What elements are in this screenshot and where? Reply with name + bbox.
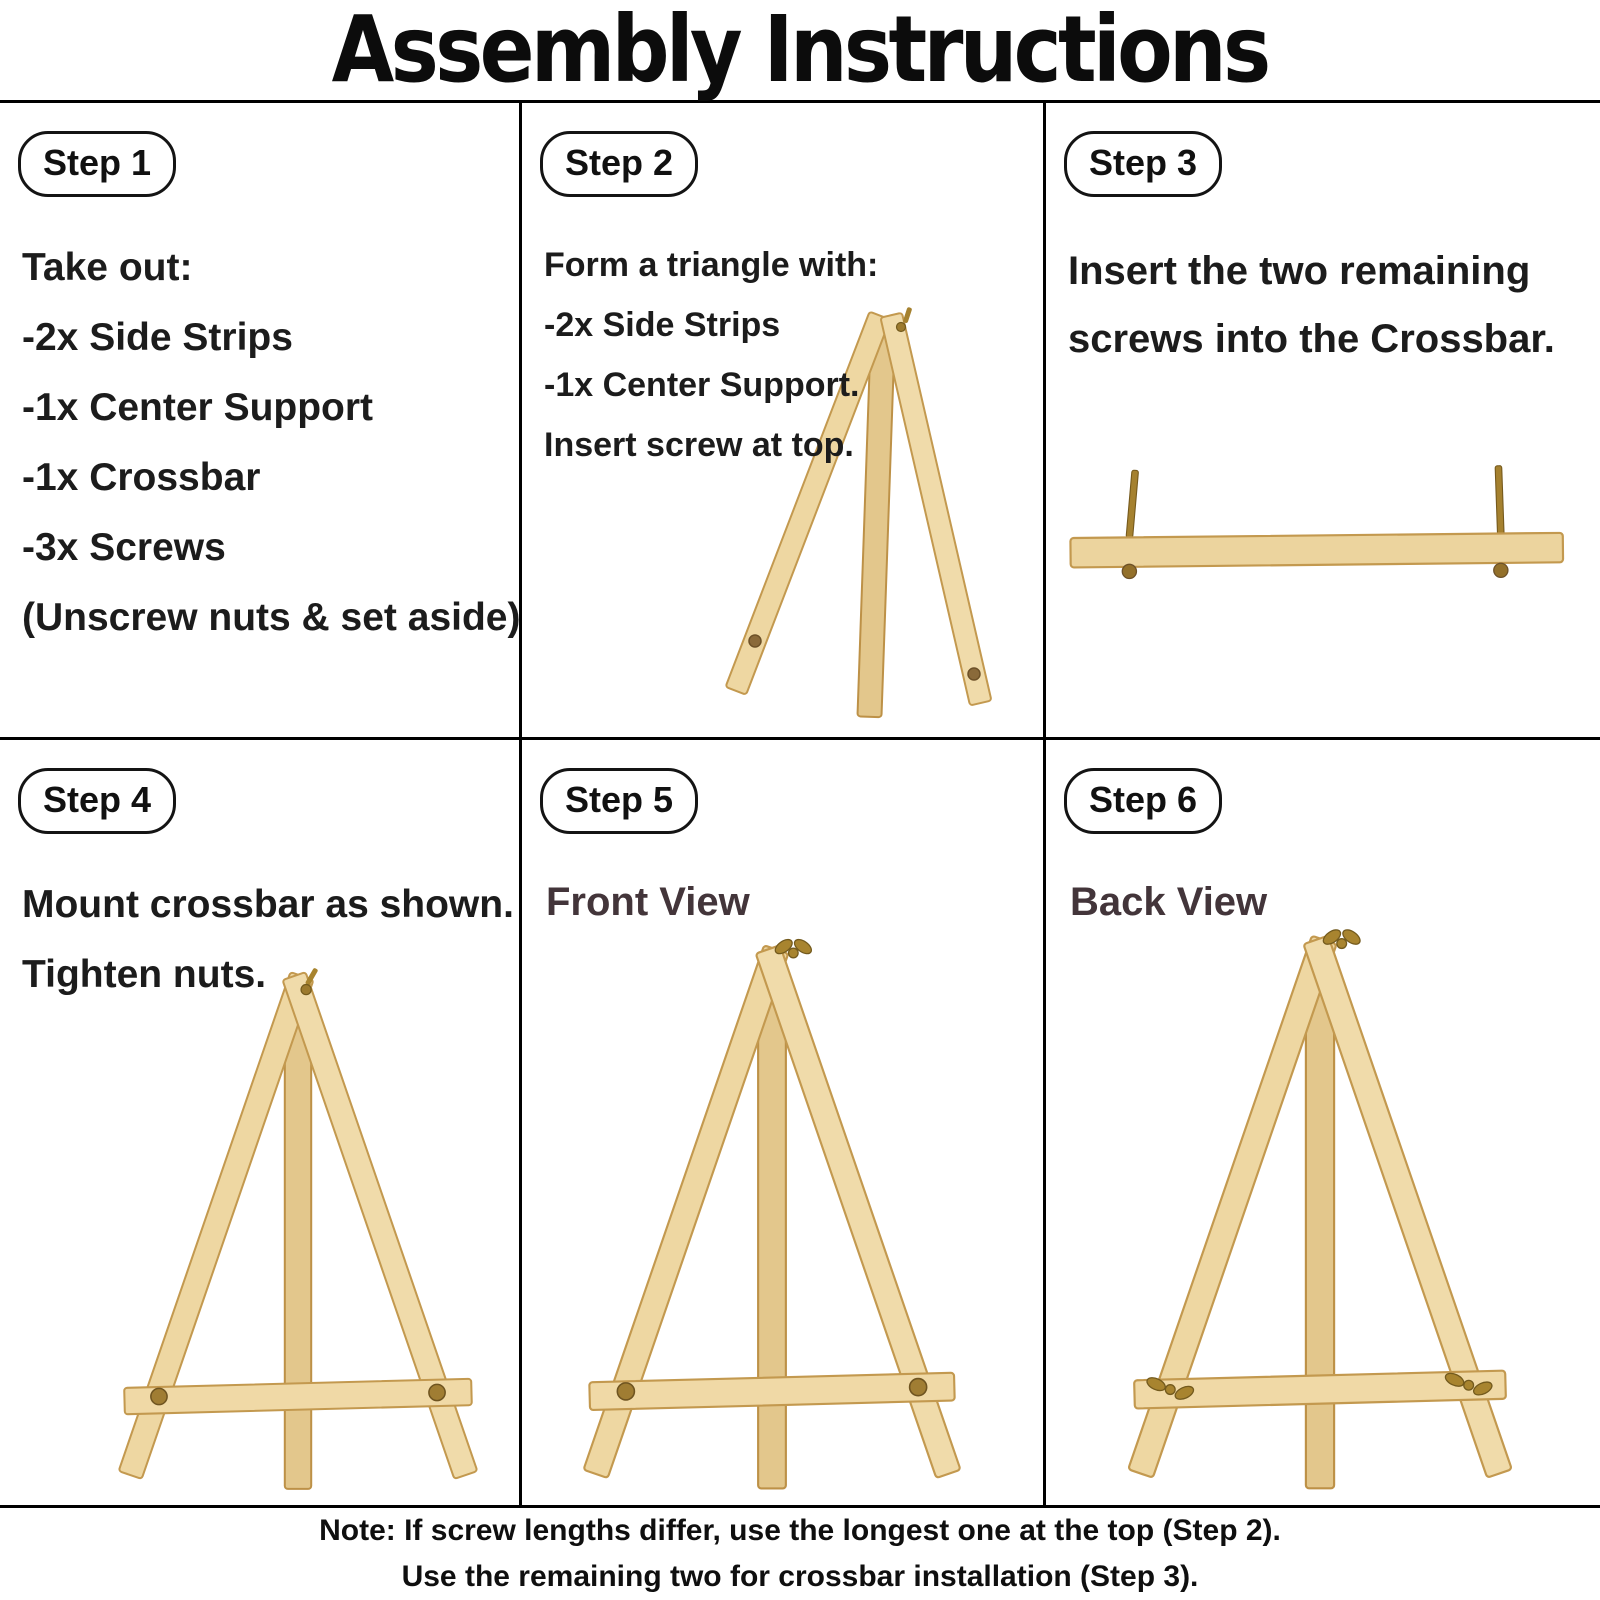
right-crossbar-screw-icon — [428, 1383, 446, 1402]
top-wing-nut-icon — [1322, 929, 1361, 950]
text-line: -2x Side Strips — [22, 316, 293, 359]
text-line: Insert the two remaining — [1068, 249, 1531, 293]
right-strip-hole — [967, 667, 981, 681]
step-1-panel: Step 1 Take out: -2x Side Strips -1x Cente… — [0, 103, 522, 740]
step-5-badge: Step 5 — [540, 768, 699, 834]
text-line: Mount crossbar as shown. — [22, 883, 514, 926]
assembled-easel-image — [118, 968, 478, 1490]
left-screw-icon — [1125, 469, 1139, 539]
text-line: Take out: — [22, 246, 193, 289]
footer-note: Note: If screw lengths differ, use the l… — [0, 1508, 1600, 1600]
top-screw-icon — [305, 968, 318, 986]
step-4-badge: Step 4 — [18, 768, 177, 834]
step-6-panel: Step 6 Back View — [1046, 740, 1600, 1508]
step-1-badge: Step 1 — [18, 131, 177, 197]
easel-back-view-image — [1128, 929, 1512, 1490]
right-screw-icon — [1494, 465, 1505, 539]
text-line: Insert screw at top. — [544, 426, 854, 464]
step-4-text: Mount crossbar as shown. Tighten nuts. — [18, 870, 514, 1010]
step-6-badge: Step 6 — [1064, 768, 1223, 834]
text-line: Form a triangle with: — [544, 246, 879, 284]
step-1-text: Take out: -2x Side Strips -1x Center Suppo… — [18, 233, 521, 653]
right-nut-icon — [1493, 562, 1509, 579]
left-nut-icon — [1121, 563, 1138, 580]
text-line: -1x Center Support — [22, 386, 374, 429]
text-line: -1x Center Support. — [544, 366, 860, 404]
text-line: -2x Side Strips — [544, 306, 781, 344]
top-wing-nut-icon — [774, 938, 813, 959]
right-wing-nut-icon — [1444, 1372, 1493, 1396]
title-bar: Assembly Instructions — [0, 0, 1600, 100]
step-3-text: Insert the two remaining screws into the … — [1064, 237, 1582, 373]
step-5-text: Front View — [540, 878, 1025, 926]
left-crossbar-screw-icon — [150, 1387, 168, 1406]
easel-triangle-image — [725, 307, 992, 719]
left-strip-hole — [748, 634, 762, 648]
step-2-badge: Step 2 — [540, 131, 699, 197]
right-crossbar-screw-icon — [908, 1377, 928, 1397]
step-3-badge: Step 3 — [1064, 131, 1223, 197]
step-3-panel: Step 3 Insert the two remaining screws in… — [1046, 103, 1600, 740]
text-line: (Unscrew nuts & set aside) — [22, 596, 521, 639]
step-4-panel: Step 4 Mount crossbar as shown. Tighten n… — [0, 740, 522, 1508]
step-5-panel: Step 5 Front View — [522, 740, 1046, 1508]
step-6-text: Back View — [1064, 878, 1582, 926]
note-line-1: Note: If screw lengths differ, use the l… — [319, 1514, 1281, 1547]
text-line: Tighten nuts. — [22, 953, 267, 996]
left-wing-nut-icon — [1146, 1377, 1195, 1400]
crossbar-with-screws-image — [1069, 465, 1565, 580]
page-title: Assembly Instructions — [332, 0, 1271, 104]
step-2-panel: Step 2 Form a triangle with: -2x Side Str… — [522, 103, 1046, 740]
easel-front-view-image — [583, 938, 961, 1490]
text-line: Back View — [1070, 880, 1268, 924]
step-2-text: Form a triangle with: -2x Side Strips -1x … — [540, 235, 879, 475]
steps-grid: Step 1 Take out: -2x Side Strips -1x Cente… — [0, 100, 1600, 1508]
left-crossbar-screw-icon — [616, 1382, 636, 1401]
text-line: Front View — [546, 880, 750, 924]
note-line-2: Use the remaining two for crossbar insta… — [401, 1560, 1199, 1593]
text-line: screws into the Crossbar. — [1068, 317, 1555, 361]
text-line: -1x Crossbar — [22, 456, 261, 499]
top-screw-icon — [903, 307, 912, 324]
text-line: -3x Screws — [22, 526, 226, 569]
